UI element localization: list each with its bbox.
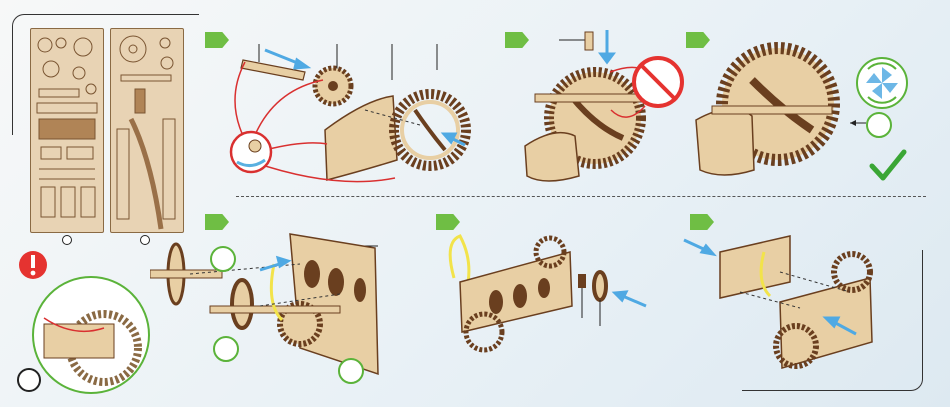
small-gear bbox=[315, 68, 351, 104]
parts-sheet-a bbox=[30, 28, 104, 233]
sheet-b-marker bbox=[140, 235, 150, 245]
sheet-b-parts-graphic bbox=[111, 29, 183, 232]
checkmark-icon bbox=[868, 148, 908, 184]
step-4-marker-a bbox=[213, 336, 239, 362]
step-1-illustration bbox=[215, 40, 475, 190]
detail-callout bbox=[32, 276, 150, 394]
rotation-pinwheel-icon bbox=[856, 57, 908, 109]
step-4-marker-b bbox=[210, 246, 236, 272]
row-divider bbox=[236, 196, 926, 197]
step-6-illustration bbox=[680, 222, 900, 382]
detail-callout-marker bbox=[17, 368, 41, 392]
rotate-pointer bbox=[848, 118, 868, 128]
step-3-illustration bbox=[692, 40, 842, 190]
step-4-marker-c bbox=[338, 358, 364, 384]
rotate-check-marker bbox=[866, 112, 892, 138]
step-5-illustration bbox=[440, 222, 660, 372]
no-glue-prohibited-icon bbox=[632, 56, 684, 108]
sheet-a-parts-graphic bbox=[31, 29, 103, 232]
large-gear bbox=[394, 94, 466, 166]
parts-sheet-b bbox=[110, 28, 184, 233]
sheet-a-marker bbox=[62, 235, 72, 245]
